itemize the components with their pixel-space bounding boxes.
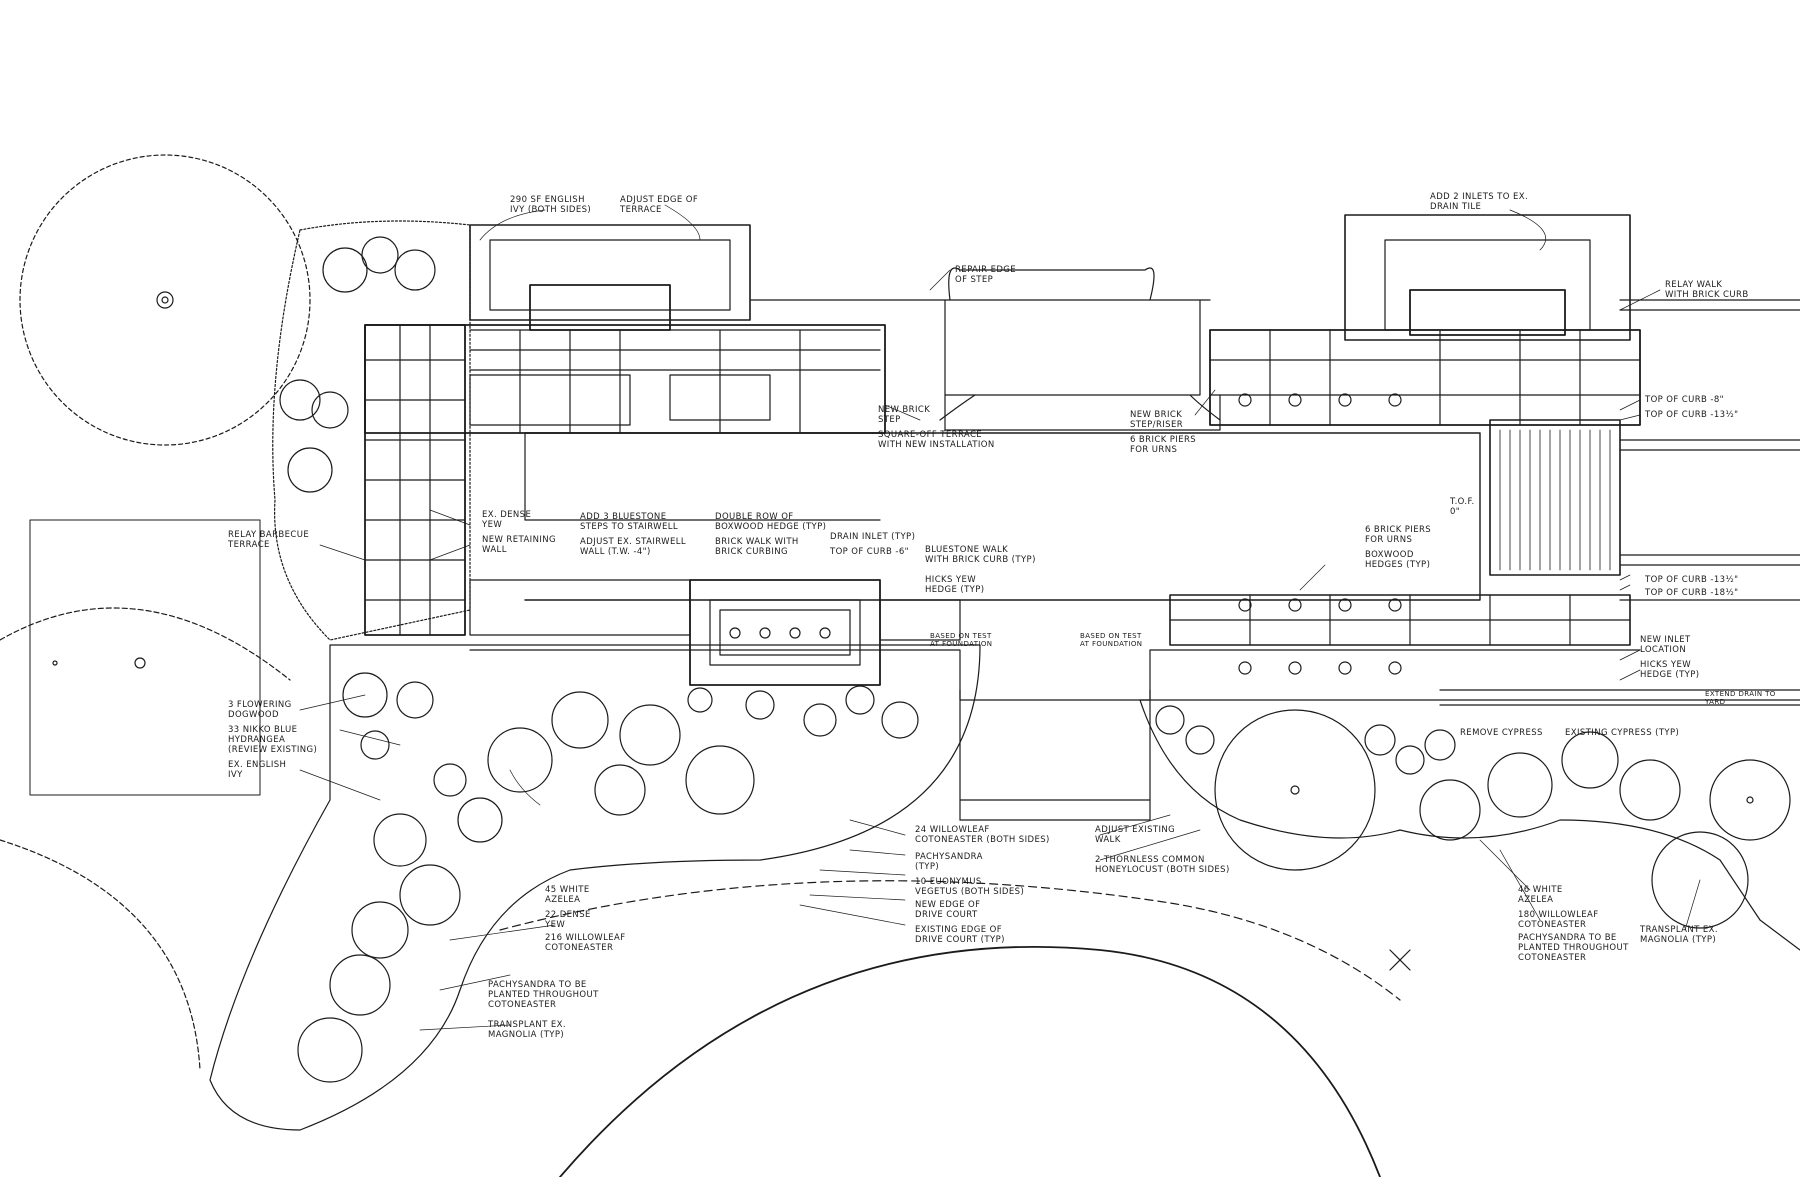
label-pachysandra-left: PACHYSANDRA TO BE PLANTED THROUGHOUT COT… bbox=[488, 980, 599, 1010]
existing-tree-canopy-left bbox=[0, 519, 291, 1071]
terrace-right-pavilion bbox=[1209, 214, 1800, 601]
label-ex-dense-yew: EX. DENSE YEW bbox=[482, 510, 532, 530]
label-new-retaining-wall: NEW RETAINING WALL bbox=[482, 535, 556, 555]
label-drain-inlet: DRAIN INLET (TYP) bbox=[830, 532, 916, 542]
label-square-off-terrace: SQUARE-OFF TERRACE WITH NEW INSTALLATION bbox=[878, 430, 995, 450]
label-honeylocust: 2 THORNLESS COMMON HONEYLOCUST (BOTH SID… bbox=[1095, 855, 1230, 875]
label-euonymus: 10 EUONYMUS VEGETUS (BOTH SIDES) bbox=[915, 877, 1025, 897]
brick-piers-urns bbox=[729, 393, 1402, 675]
label-repair-edge-step: REPAIR EDGE OF STEP bbox=[955, 265, 1017, 285]
label-boxwood-hedges: BOXWOOD HEDGES (TYP) bbox=[1365, 550, 1431, 570]
existing-tree-canopy-upper-left bbox=[19, 154, 311, 446]
label-dense-yew-22: 22 DENSE YEW bbox=[545, 910, 591, 930]
planting-bed-lower-right bbox=[1139, 699, 1800, 951]
label-six-brick-piers-top: 6 BRICK PIERS FOR URNS bbox=[1130, 435, 1197, 455]
label-based-on-test-right: BASED ON TEST AT FOUNDATION bbox=[1080, 632, 1143, 648]
label-relay-barbecue: RELAY BARBECUE TERRACE bbox=[228, 530, 310, 550]
label-hicks-yew-right: HICKS YEW HEDGE (TYP) bbox=[1640, 660, 1700, 680]
label-nikko-hydrangea: 33 NIKKO BLUE HYDRANGEA (REVIEW EXISTING… bbox=[228, 725, 318, 755]
label-transplant-left: TRANSPLANT EX. MAGNOLIA (TYP) bbox=[488, 1020, 566, 1040]
label-adjust-existing-walk: ADJUST EXISTING WALK bbox=[1095, 825, 1176, 845]
label-pachysandra-typ: PACHYSANDRA (TYP) bbox=[915, 852, 983, 872]
label-willowleaf-180: 180 WILLOWLEAF COTONEASTER bbox=[1518, 910, 1599, 930]
label-hicks-yew-left: HICKS YEW HEDGE (TYP) bbox=[925, 575, 985, 595]
label-white-azalea-45: 45 WHITE AZELEA bbox=[545, 885, 590, 905]
label-transplant-right: TRANSPLANT EX. MAGNOLIA (TYP) bbox=[1640, 925, 1718, 945]
terrace-left-pavilion bbox=[364, 224, 886, 636]
label-bluestone-walk: BLUESTONE WALK WITH BRICK CURB (TYP) bbox=[925, 545, 1036, 565]
label-six-brick-piers-mid: 6 BRICK PIERS FOR URNS bbox=[1365, 525, 1432, 545]
label-new-inlet: NEW INLET LOCATION bbox=[1640, 635, 1691, 655]
label-extend-drain: EXTEND DRAIN TO YARD bbox=[1705, 690, 1776, 706]
drive-court-edges bbox=[499, 880, 1411, 1177]
label-remove-cypress: REMOVE CYPRESS bbox=[1460, 728, 1543, 738]
label-brick-walk-curbing: BRICK WALK WITH BRICK CURBING bbox=[715, 537, 799, 557]
label-add-inlets: ADD 2 INLETS TO EX. DRAIN TILE bbox=[1430, 192, 1529, 212]
label-top-curb-8: TOP OF CURB -8" bbox=[1645, 395, 1724, 405]
label-white-azalea-46: 46 WHITE AZELEA bbox=[1518, 885, 1563, 905]
planting-bed-lower-left bbox=[209, 644, 981, 1131]
label-tof: T.O.F. 0" bbox=[1450, 497, 1475, 517]
label-adjust-stairwell: ADJUST EX. STAIRWELL WALL (T.W. -4") bbox=[580, 537, 687, 557]
label-willowleaf-24: 24 WILLOWLEAF COTONEASTER (BOTH SIDES) bbox=[915, 825, 1050, 845]
label-english-ivy-top: 290 SF ENGLISH IVY (BOTH SIDES) bbox=[510, 195, 592, 215]
label-based-on-test-left: BASED ON TEST AT FOUNDATION bbox=[930, 632, 993, 648]
label-top-curb-18: TOP OF CURB -18½" bbox=[1645, 588, 1739, 598]
label-new-edge-drive: NEW EDGE OF DRIVE COURT bbox=[915, 900, 981, 920]
central-house-footprint bbox=[524, 267, 1481, 601]
label-pachysandra-right: PACHYSANDRA TO BE PLANTED THROUGHOUT COT… bbox=[1518, 933, 1629, 963]
label-new-brick-step-riser: NEW BRICK STEP/RISER bbox=[1130, 410, 1184, 430]
label-adjust-edge-terrace: ADJUST EDGE OF TERRACE bbox=[620, 195, 699, 215]
lower-terrace-bands bbox=[469, 579, 1800, 821]
label-three-dogwood: 3 FLOWERING DOGWOOD bbox=[228, 700, 292, 720]
label-willowleaf-216: 216 WILLOWLEAF COTONEASTER bbox=[545, 933, 626, 953]
label-top-curb-6: TOP OF CURB -6" bbox=[830, 547, 909, 557]
annotation-leaders bbox=[299, 204, 1701, 1031]
shrub-mass-upper-left bbox=[272, 220, 471, 641]
label-ex-english-ivy: EX. ENGLISH IVY bbox=[228, 760, 287, 780]
label-relay-walk: RELAY WALK WITH BRICK CURB bbox=[1665, 280, 1749, 300]
label-existing-edge-drive: EXISTING EDGE OF DRIVE COURT (TYP) bbox=[915, 925, 1005, 945]
label-new-brick-step: NEW BRICK STEP bbox=[878, 405, 931, 425]
label-existing-cypress: EXISTING CYPRESS (TYP) bbox=[1565, 728, 1680, 738]
label-top-curb-13b: TOP OF CURB -13½" bbox=[1645, 575, 1739, 585]
label-top-curb-13: TOP OF CURB -13½" bbox=[1645, 410, 1739, 420]
label-double-row-boxwood: DOUBLE ROW OF BOXWOOD HEDGE (TYP) bbox=[715, 512, 827, 532]
label-add-bluestone-steps: ADD 3 BLUESTONE STEPS TO STAIRWELL bbox=[580, 512, 679, 532]
